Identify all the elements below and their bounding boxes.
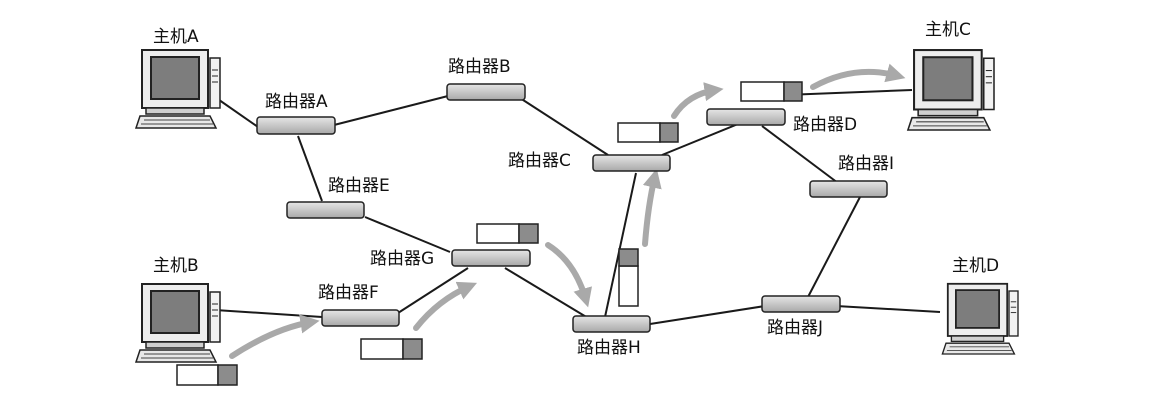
router-h-icon <box>572 315 651 333</box>
router-d-icon <box>706 108 786 126</box>
host-c-computer-icon <box>906 48 996 132</box>
link-hostB-routerF <box>214 309 323 318</box>
router-a-label: 路由器A <box>265 92 328 112</box>
flow-arrow-6 <box>810 63 906 90</box>
link-routerD-routerI <box>761 125 839 184</box>
router-d-label: 路由器D <box>793 115 858 135</box>
link-routerF-routerG <box>397 267 469 314</box>
flow-arrow-1 <box>229 314 320 359</box>
host-d-computer-icon <box>941 282 1019 355</box>
link-routerH-routerC <box>604 172 637 318</box>
router-e-label: 路由器E <box>328 176 390 196</box>
router-c-label: 路由器C <box>508 151 571 171</box>
router-g-label: 路由器G <box>370 249 435 269</box>
host-d <box>941 282 1019 355</box>
link-routerI-routerJ <box>807 196 861 298</box>
flow-arrow-2 <box>413 281 478 331</box>
router-h-label: 路由器H <box>577 338 641 358</box>
router-i-label: 路由器I <box>838 154 895 174</box>
router-j-icon <box>761 295 841 313</box>
link-routerA-routerE <box>297 135 323 202</box>
packet-1 <box>176 364 238 386</box>
host-c-label: 主机C <box>925 20 971 40</box>
router-f-label: 路由器F <box>318 283 379 303</box>
packet-5 <box>617 122 679 143</box>
host-c <box>906 48 996 132</box>
router-b-icon <box>446 83 526 101</box>
host-a-computer-icon <box>135 49 221 129</box>
routers <box>256 83 888 333</box>
router-g-icon <box>451 249 531 267</box>
router-f-icon <box>321 309 400 327</box>
link-routerH-routerJ <box>649 305 766 325</box>
router-j-label: 路由器J <box>767 318 824 338</box>
packet-4 <box>618 248 639 307</box>
host-b-computer-icon <box>135 283 221 363</box>
packet-6 <box>740 81 803 102</box>
link-routerD-hostC <box>784 89 913 96</box>
router-i-icon <box>809 180 888 198</box>
host-a-label: 主机A <box>153 27 199 47</box>
link-routerA-routerB <box>333 95 449 126</box>
network-links <box>211 89 941 325</box>
link-routerJ-hostD <box>835 305 941 313</box>
packet-2 <box>360 338 423 360</box>
host-d-label: 主机D <box>952 256 1000 276</box>
link-routerE-routerG <box>364 216 451 253</box>
packets <box>176 81 803 386</box>
flow-arrow-3 <box>545 242 593 308</box>
link-routerB-routerC <box>519 97 609 156</box>
router-b-label: 路由器B <box>448 57 511 77</box>
router-a-icon <box>256 116 336 135</box>
host-b <box>135 283 221 363</box>
flow-arrows <box>229 63 906 359</box>
host-a <box>135 49 221 129</box>
router-e-icon <box>286 201 365 219</box>
flow-arrow-5 <box>671 82 724 119</box>
link-routerC-routerD <box>661 123 739 156</box>
host-b-label: 主机B <box>153 256 199 276</box>
router-c-icon <box>592 154 671 172</box>
flow-arrow-4 <box>642 168 662 247</box>
packet-3 <box>476 223 539 244</box>
link-routerG-routerH <box>504 267 589 319</box>
